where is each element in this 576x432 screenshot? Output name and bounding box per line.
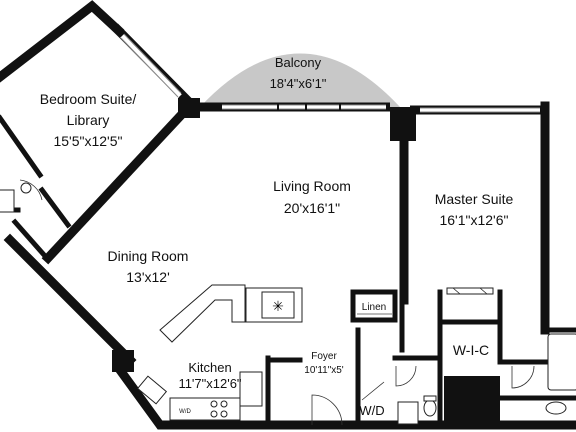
bedroom-bath-tub — [0, 189, 15, 213]
master-window — [410, 105, 545, 115]
toilet-tank — [423, 395, 437, 402]
linen-name: Linen — [362, 302, 386, 313]
master-sink — [545, 401, 567, 415]
bath-door — [395, 365, 417, 387]
wic-name: W-I-C — [453, 342, 489, 358]
bedroom-name-line2: Library — [67, 112, 110, 128]
column-bottom-left — [112, 350, 134, 372]
bedroom-bath-door — [19, 179, 43, 201]
wic-closet-doors — [446, 287, 494, 295]
dining-dims: 13'x12' — [126, 269, 170, 285]
kitchen-wd-label: W/D — [179, 409, 191, 415]
fan-icon: ✳ — [272, 299, 284, 315]
bedroom-name-line1: Bedroom Suite/ — [40, 91, 137, 107]
living-name: Living Room — [273, 178, 351, 194]
balcony-dims: 18'4"x6'1" — [270, 76, 327, 91]
master-bath-door — [511, 365, 535, 389]
bedroom-window — [120, 33, 182, 98]
column-center — [390, 107, 416, 141]
kitchen-island — [159, 284, 246, 343]
wd-door — [361, 381, 385, 401]
stove-icon — [210, 400, 228, 418]
balcony-name: Balcony — [275, 55, 322, 70]
cooktop-inner — [261, 291, 295, 319]
living-window — [198, 102, 390, 112]
master-dims: 16'1"x12'6" — [439, 212, 508, 228]
sink-counter — [397, 401, 419, 425]
bedroom-dims: 15'5"x12'5" — [53, 133, 122, 149]
kitchen-counter-bottom — [169, 397, 241, 421]
bedroom-toilet — [20, 182, 32, 194]
kitchen-dims: 11'7"x12'6" — [178, 376, 241, 391]
kitchen-name: Kitchen — [188, 360, 231, 375]
column-living — [178, 98, 200, 118]
foyer-name: Foyer — [311, 351, 337, 362]
balcony-area — [200, 53, 400, 107]
dining-name: Dining Room — [108, 248, 189, 264]
foyer-entry-door — [311, 394, 343, 426]
wic-storage — [444, 376, 500, 422]
refrigerator — [239, 371, 263, 407]
living-dims: 20'x16'1" — [284, 200, 340, 216]
wd-name: W/D — [359, 403, 384, 418]
foyer-dims: 10'11"x5' — [304, 365, 344, 376]
toilet-icon — [423, 399, 437, 417]
bathtub — [547, 333, 576, 391]
master-name: Master Suite — [435, 191, 514, 207]
kitchen-sink — [136, 375, 168, 405]
